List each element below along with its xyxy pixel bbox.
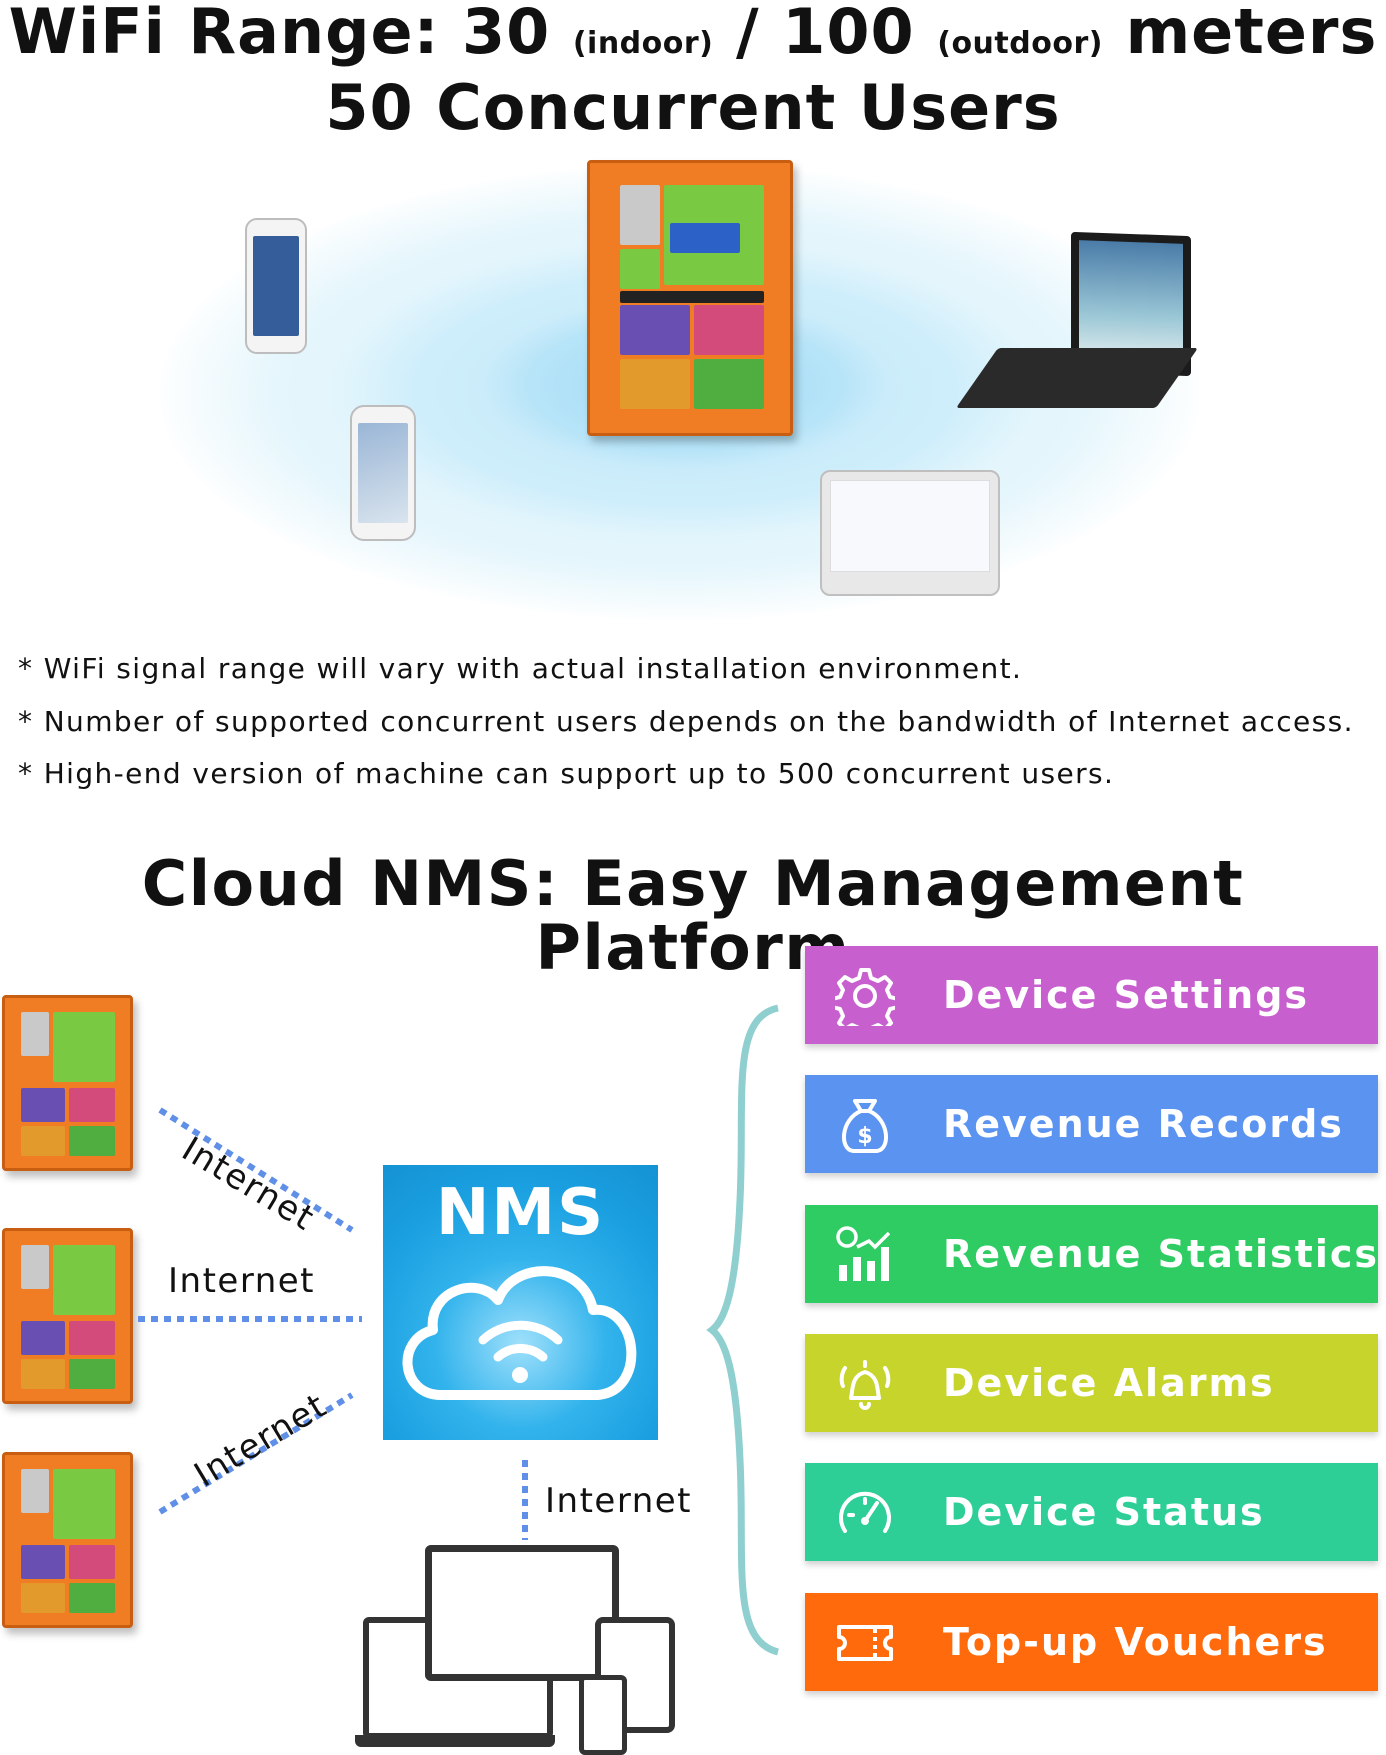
svg-text:$: $ bbox=[857, 1124, 872, 1149]
feature-label-device-status: Device Status bbox=[943, 1490, 1265, 1534]
headline-range-mid: / 100 bbox=[735, 0, 915, 68]
feature-device-status: Device Status bbox=[805, 1463, 1378, 1561]
feature-device-alarms: Device Alarms bbox=[805, 1334, 1378, 1432]
alarm-bell-icon bbox=[839, 1360, 891, 1410]
smartphone-image bbox=[245, 218, 307, 354]
user-devices-image bbox=[355, 1545, 685, 1755]
headline-range-suffix: meters bbox=[1125, 0, 1378, 68]
feature-label-revenue-statistics: Revenue Statistics bbox=[943, 1232, 1380, 1276]
concurrent-users-headline: 50 Concurrent Users bbox=[325, 71, 1061, 144]
headline-outdoor-label: (outdoor) bbox=[937, 26, 1103, 61]
headline-indoor-label: (indoor) bbox=[572, 26, 714, 61]
money-bag-icon: $ bbox=[841, 1099, 889, 1153]
internet-label-devices: Internet bbox=[545, 1481, 693, 1521]
revenue-chart-icon bbox=[836, 1226, 891, 1281]
vending-machine-image bbox=[587, 160, 793, 436]
feature-label-top-up-vouchers: Top-up Vouchers bbox=[943, 1620, 1328, 1664]
gear-icon bbox=[835, 968, 895, 1026]
vending-machine-image-1 bbox=[2, 995, 133, 1171]
vending-machine-image-2 bbox=[2, 1228, 133, 1404]
feature-label-device-alarms: Device Alarms bbox=[943, 1361, 1275, 1405]
feature-brace bbox=[706, 1004, 780, 1656]
wifi-range-headline: WiFi Range: 30 (indoor) / 100 (outdoor) … bbox=[0, 0, 1386, 76]
note-high-end-version: * High-end version of machine can suppor… bbox=[18, 757, 1115, 790]
vending-machine-image-3 bbox=[2, 1452, 133, 1628]
connection-line-bottom bbox=[158, 1392, 354, 1515]
note-bandwidth: * Number of supported concurrent users d… bbox=[18, 705, 1354, 738]
nms-label: NMS bbox=[435, 1176, 606, 1250]
headline-range-prefix: WiFi Range: 30 bbox=[8, 0, 551, 68]
ticket-icon bbox=[837, 1625, 893, 1661]
feature-label-revenue-records: Revenue Records bbox=[943, 1102, 1344, 1146]
note-signal-range: * WiFi signal range will vary with actua… bbox=[18, 652, 1023, 685]
feature-top-up-vouchers: Top-up Vouchers bbox=[805, 1593, 1378, 1691]
speedometer-icon bbox=[839, 1491, 891, 1533]
tablet-image bbox=[820, 470, 1000, 596]
feature-revenue-records: $ Revenue Records bbox=[805, 1075, 1378, 1173]
cloud-wifi-icon bbox=[402, 1266, 637, 1400]
connection-line-top bbox=[158, 1107, 354, 1233]
feature-device-settings: Device Settings bbox=[805, 946, 1378, 1044]
internet-label-middle: Internet bbox=[168, 1261, 316, 1301]
feature-revenue-statistics: Revenue Statistics bbox=[805, 1205, 1378, 1303]
android-phone-image bbox=[350, 405, 416, 541]
feature-label-device-settings: Device Settings bbox=[943, 973, 1310, 1017]
cloud-nms-title: Cloud NMS: Easy Management Platform bbox=[141, 847, 1245, 984]
